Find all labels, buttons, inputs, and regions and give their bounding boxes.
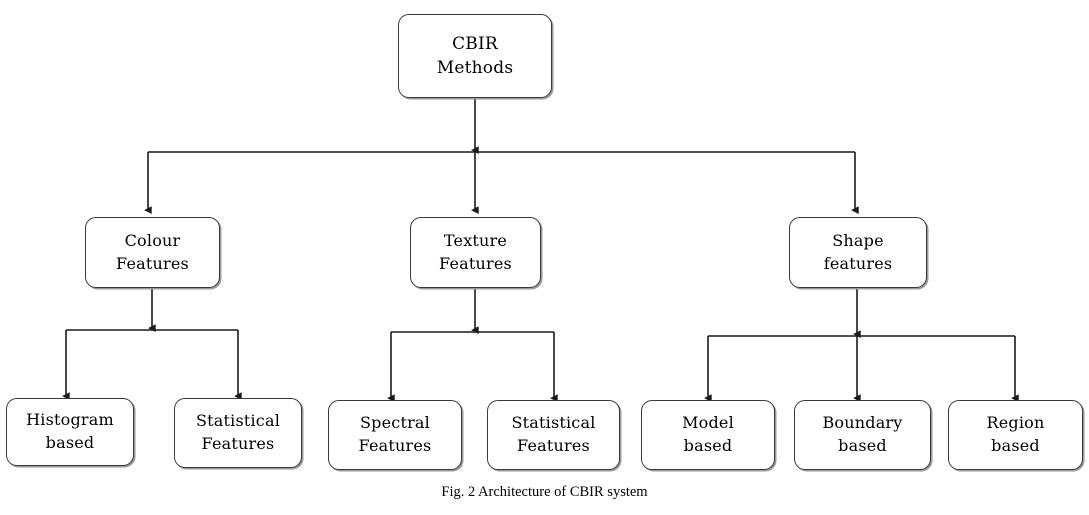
node-region-based[interactable]: Region based: [948, 400, 1083, 470]
node-label: Texture Features: [439, 230, 512, 273]
node-boundary-based[interactable]: Boundary based: [794, 400, 931, 470]
node-label: Colour Features: [116, 230, 189, 273]
node-label: Shape features: [823, 230, 893, 273]
node-shape-features[interactable]: Shape features: [789, 217, 927, 288]
node-histogram-based[interactable]: Histogram based: [6, 398, 134, 466]
node-label: Spectral Features: [358, 413, 432, 455]
node-texture-features[interactable]: Texture Features: [410, 217, 541, 288]
node-label: Statistical Features: [195, 411, 281, 453]
node-label: CBIR Methods: [436, 33, 514, 78]
figure-caption: Fig. 2 Architecture of CBIR system: [441, 484, 648, 500]
node-label: Model based: [682, 413, 734, 455]
node-label: Histogram based: [26, 410, 114, 452]
node-statistical-features-colour[interactable]: Statistical Features: [174, 398, 302, 468]
node-label: Boundary based: [822, 413, 903, 455]
node-colour-features[interactable]: Colour Features: [85, 217, 220, 288]
node-label: Statistical Features: [511, 413, 596, 455]
node-cbir-methods[interactable]: CBIR Methods: [398, 14, 552, 98]
node-model-based[interactable]: Model based: [641, 400, 775, 470]
node-spectral-features[interactable]: Spectral Features: [328, 400, 462, 470]
node-label: Region based: [986, 413, 1045, 455]
node-statistical-features-texture[interactable]: Statistical Features: [487, 400, 620, 470]
